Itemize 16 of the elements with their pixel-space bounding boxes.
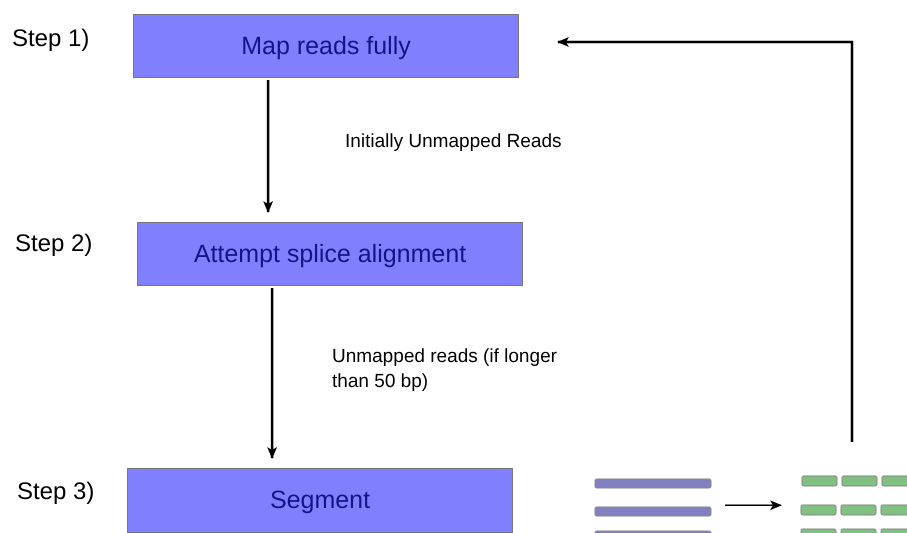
arrow [725,500,782,510]
segments-drawing [800,474,907,533]
process-box [133,14,519,78]
step-label: Step 3) [17,478,94,506]
edge-label: Unmapped reads (if longer than 50 bp) [332,345,558,394]
arrow [557,37,854,442]
step-label: Step 2) [15,230,92,258]
process-box [127,468,513,533]
process-box [137,222,523,286]
step-title: Segment [270,486,370,515]
step-label: Step 1) [12,25,90,53]
step-title: Map reads fully [241,32,411,60]
edge-label: Initially Unmapped Reads [345,130,562,154]
arrow [263,80,274,213]
step-title: Attempt splice alignment [194,240,466,268]
arrow [267,288,278,459]
